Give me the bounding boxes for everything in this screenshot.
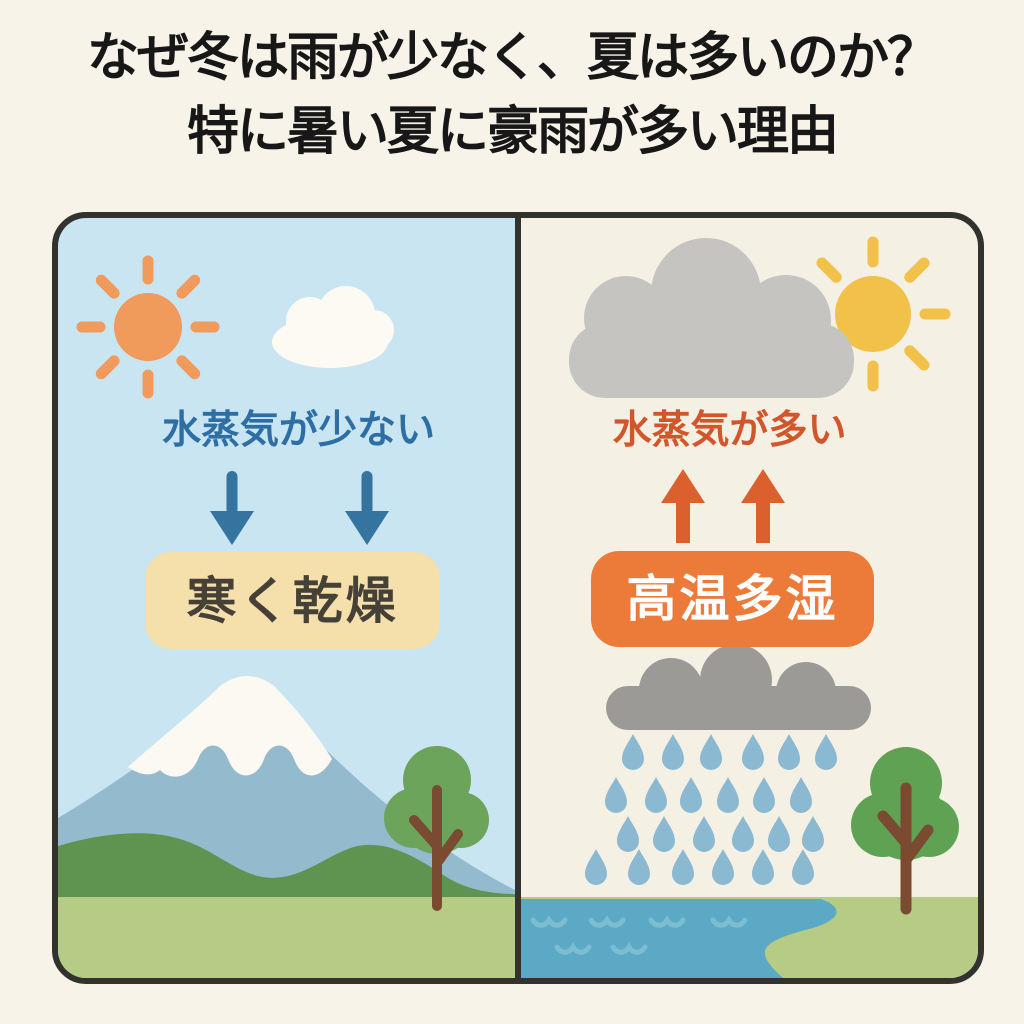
panel-divider: [515, 218, 521, 978]
summer-condition-label: 高温多湿: [626, 571, 839, 627]
winter-condition-box: 寒く乾燥: [145, 552, 440, 649]
title-line-2: 特に暑い夏に豪雨が多い理由: [186, 102, 839, 161]
down-arrow-icon: [210, 471, 254, 545]
sun-icon: [76, 255, 220, 399]
comparison-frame: 水蒸気が少ない 寒く乾燥: [52, 212, 984, 984]
cloud-icon: [569, 238, 854, 398]
tree-icon: [384, 746, 489, 911]
up-arrow-icon: [661, 469, 705, 543]
summer-arrows: [659, 467, 787, 545]
cloud-icon: [272, 286, 394, 368]
rain-cloud-icon: [606, 644, 871, 730]
winter-arrows: [208, 469, 391, 547]
tree-icon: [851, 747, 959, 915]
winter-vapor-label: 水蒸気が少ない: [161, 409, 435, 452]
down-arrow-icon: [345, 471, 389, 545]
summer-condition-box: 高温多湿: [591, 551, 874, 647]
water-icon: [521, 899, 837, 978]
winter-condition-label: 寒く乾燥: [186, 572, 399, 629]
winter-panel: 水蒸気が少ない 寒く乾燥: [58, 218, 515, 978]
summer-panel: 水蒸気が多い 高温多湿: [521, 218, 978, 978]
up-arrow-icon: [741, 469, 785, 543]
summer-vapor-label: 水蒸気が多い: [612, 409, 847, 452]
title-line-1: なぜ冬は雨が少なく、夏は多いのか？: [86, 29, 939, 87]
grass-icon: [58, 897, 515, 978]
hill-icon: [58, 833, 515, 897]
page-title: なぜ冬は雨が少なく、夏は多いのか？ 特に暑い夏に豪雨が多い理由: [0, 22, 1024, 170]
